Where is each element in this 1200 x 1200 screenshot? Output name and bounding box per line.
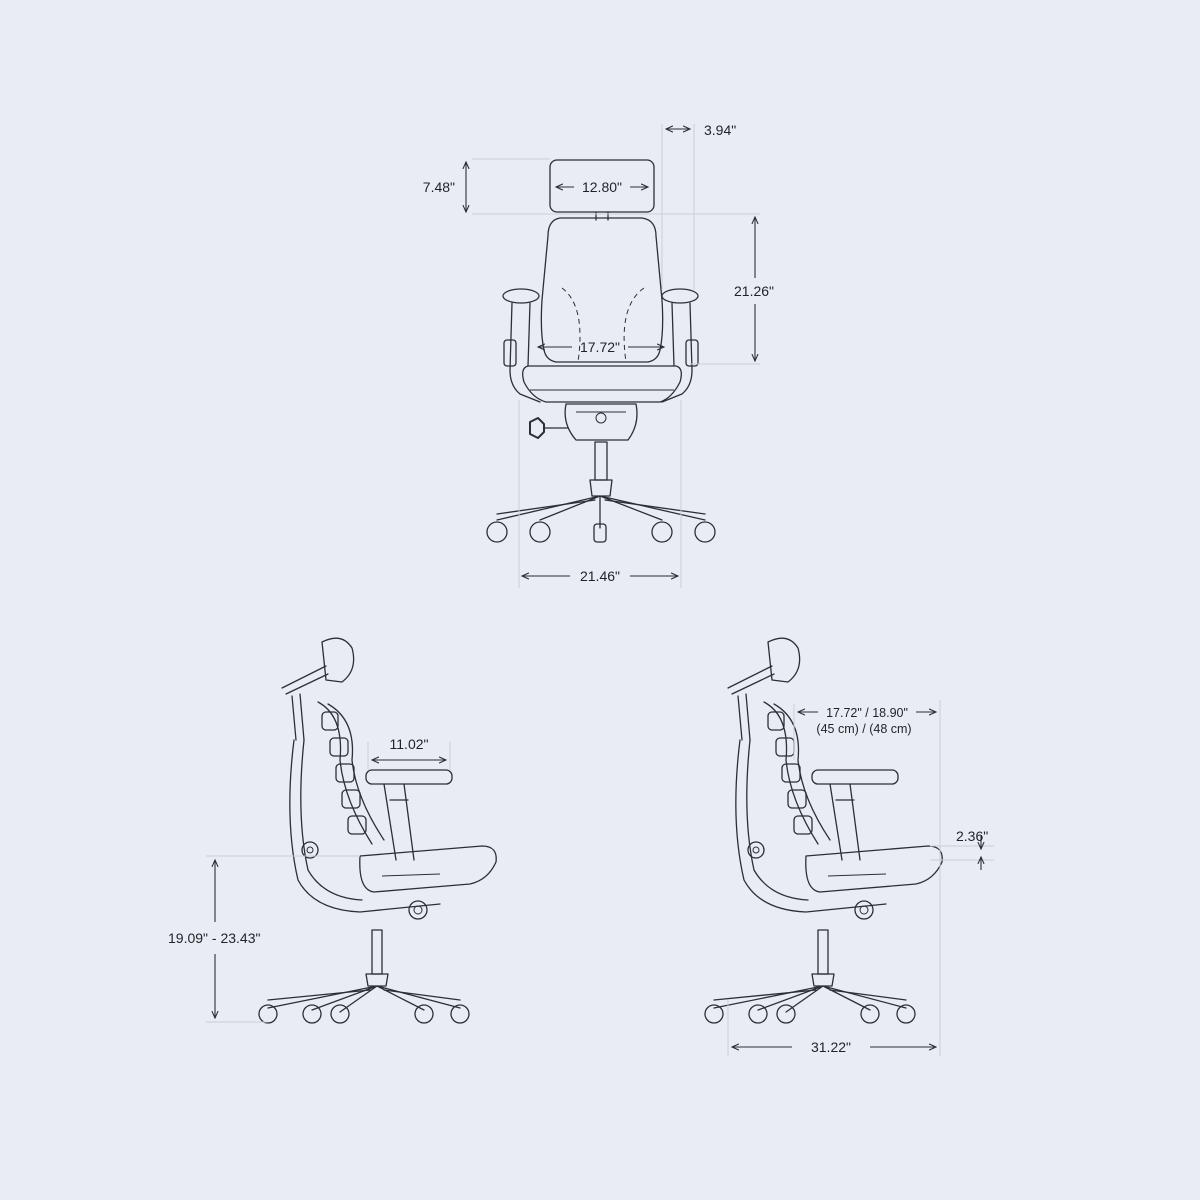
side-view-left-chair — [258, 637, 497, 1024]
label-seat-depth-adjust: 2.36" — [956, 828, 988, 844]
label-overall-depth: 31.22" — [811, 1039, 851, 1055]
label-seat-height: 19.09" - 23.43" — [168, 930, 260, 946]
label-base-width: 21.46" — [580, 568, 620, 584]
label-backrest-height: 21.26" — [734, 283, 774, 299]
label-seat-depth: 17.72" / 18.90" — [826, 706, 908, 720]
label-armrest-offset: 3.94" — [704, 122, 736, 138]
left-side-dimension-lines — [206, 742, 451, 1023]
label-armrest-length: 11.02" — [390, 736, 429, 752]
front-dimension-lines — [466, 129, 755, 576]
label-headrest-height: 7.48" — [423, 179, 455, 195]
front-extension-lines — [472, 124, 760, 588]
front-view-chair — [486, 159, 716, 543]
side-view-right-chair — [704, 637, 943, 1024]
right-side-dimension-lines — [727, 700, 994, 1056]
label-headrest-width: 12.80" — [582, 179, 622, 195]
label-seat-width: 17.72" — [580, 339, 620, 355]
label-seat-depth-cm: (45 cm) / (48 cm) — [816, 722, 911, 736]
